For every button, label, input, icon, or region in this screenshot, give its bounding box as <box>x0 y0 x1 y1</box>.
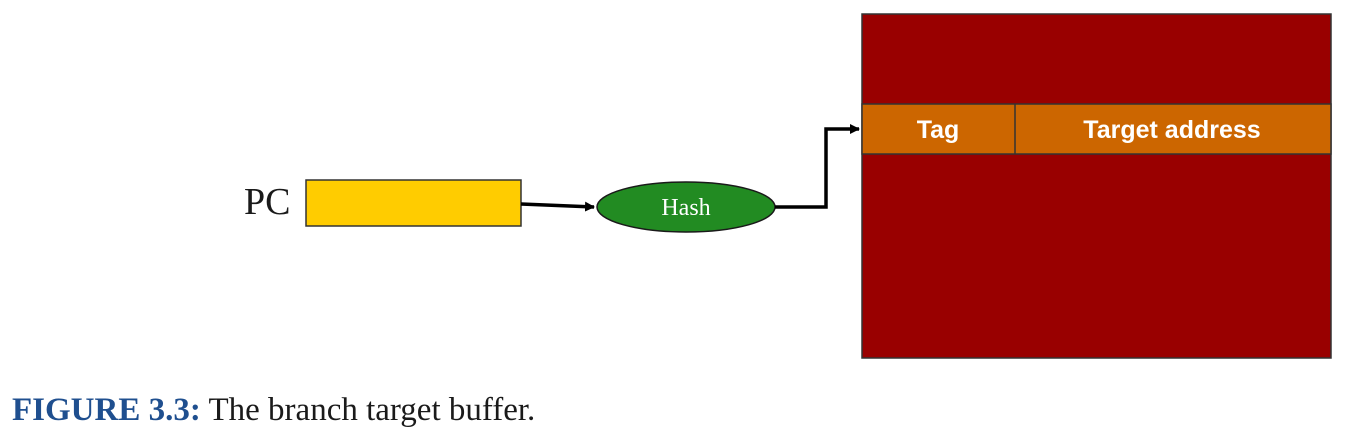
hash-to-entry-arrow <box>775 124 860 209</box>
target-address-field-label: Target address <box>1083 116 1260 144</box>
pc-to-hash-arrow <box>520 201 595 212</box>
figure-caption: FIGURE 3.3: The branch target buffer. <box>12 392 535 429</box>
hash-label: Hash <box>661 195 710 221</box>
caption-text: The branch target buffer. <box>200 392 536 428</box>
pc-label: PC <box>244 181 290 223</box>
btb-entry-row <box>861 103 1332 155</box>
pc-register <box>305 179 522 227</box>
figure-number: FIGURE 3.3: <box>12 392 201 428</box>
branch-target-buffer <box>861 13 1332 359</box>
tag-field-label: Tag <box>917 116 960 144</box>
